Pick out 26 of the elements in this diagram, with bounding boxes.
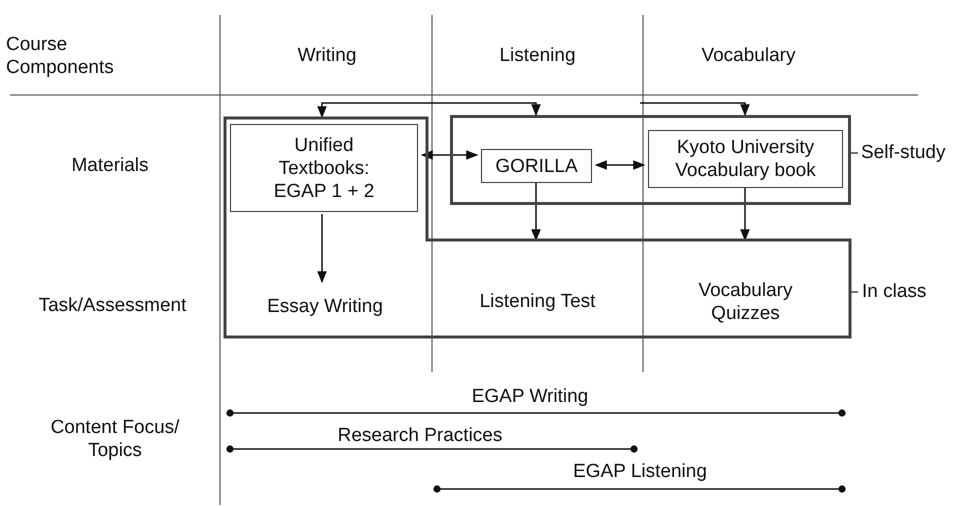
material-box: GORILLA — [481, 149, 592, 183]
arrow — [531, 183, 541, 242]
group-label: Self-study — [861, 141, 946, 164]
header-label: Course Components — [6, 33, 115, 79]
arrow — [317, 102, 430, 118]
task-label: Essay Writing — [230, 284, 420, 328]
arrow — [740, 188, 750, 242]
material-box: Unified Textbooks: EGAP 1 + 2 — [230, 124, 418, 212]
column-header: Listening — [498, 44, 577, 67]
row-header: Materials — [70, 154, 150, 177]
arrow — [430, 102, 541, 116]
row-header: Content Focus/ Topics — [50, 416, 180, 462]
arrow — [317, 214, 327, 284]
arrow — [420, 150, 478, 160]
topic-label: Research Practices — [336, 424, 504, 447]
topic-label: EGAP Listening — [572, 460, 708, 483]
column-header: Vocabulary — [700, 44, 796, 67]
task-label: Vocabulary Quizzes — [648, 240, 843, 335]
group-label: In class — [862, 280, 926, 303]
column-header: Writing — [296, 44, 358, 67]
material-box: Kyoto University Vocabulary book — [648, 130, 843, 188]
row-header: Task/Assessment — [38, 294, 188, 317]
topic-label: EGAP Writing — [470, 385, 590, 408]
arrow — [594, 160, 646, 170]
task-label: Listening Test — [437, 240, 638, 335]
arrow — [640, 102, 750, 116]
